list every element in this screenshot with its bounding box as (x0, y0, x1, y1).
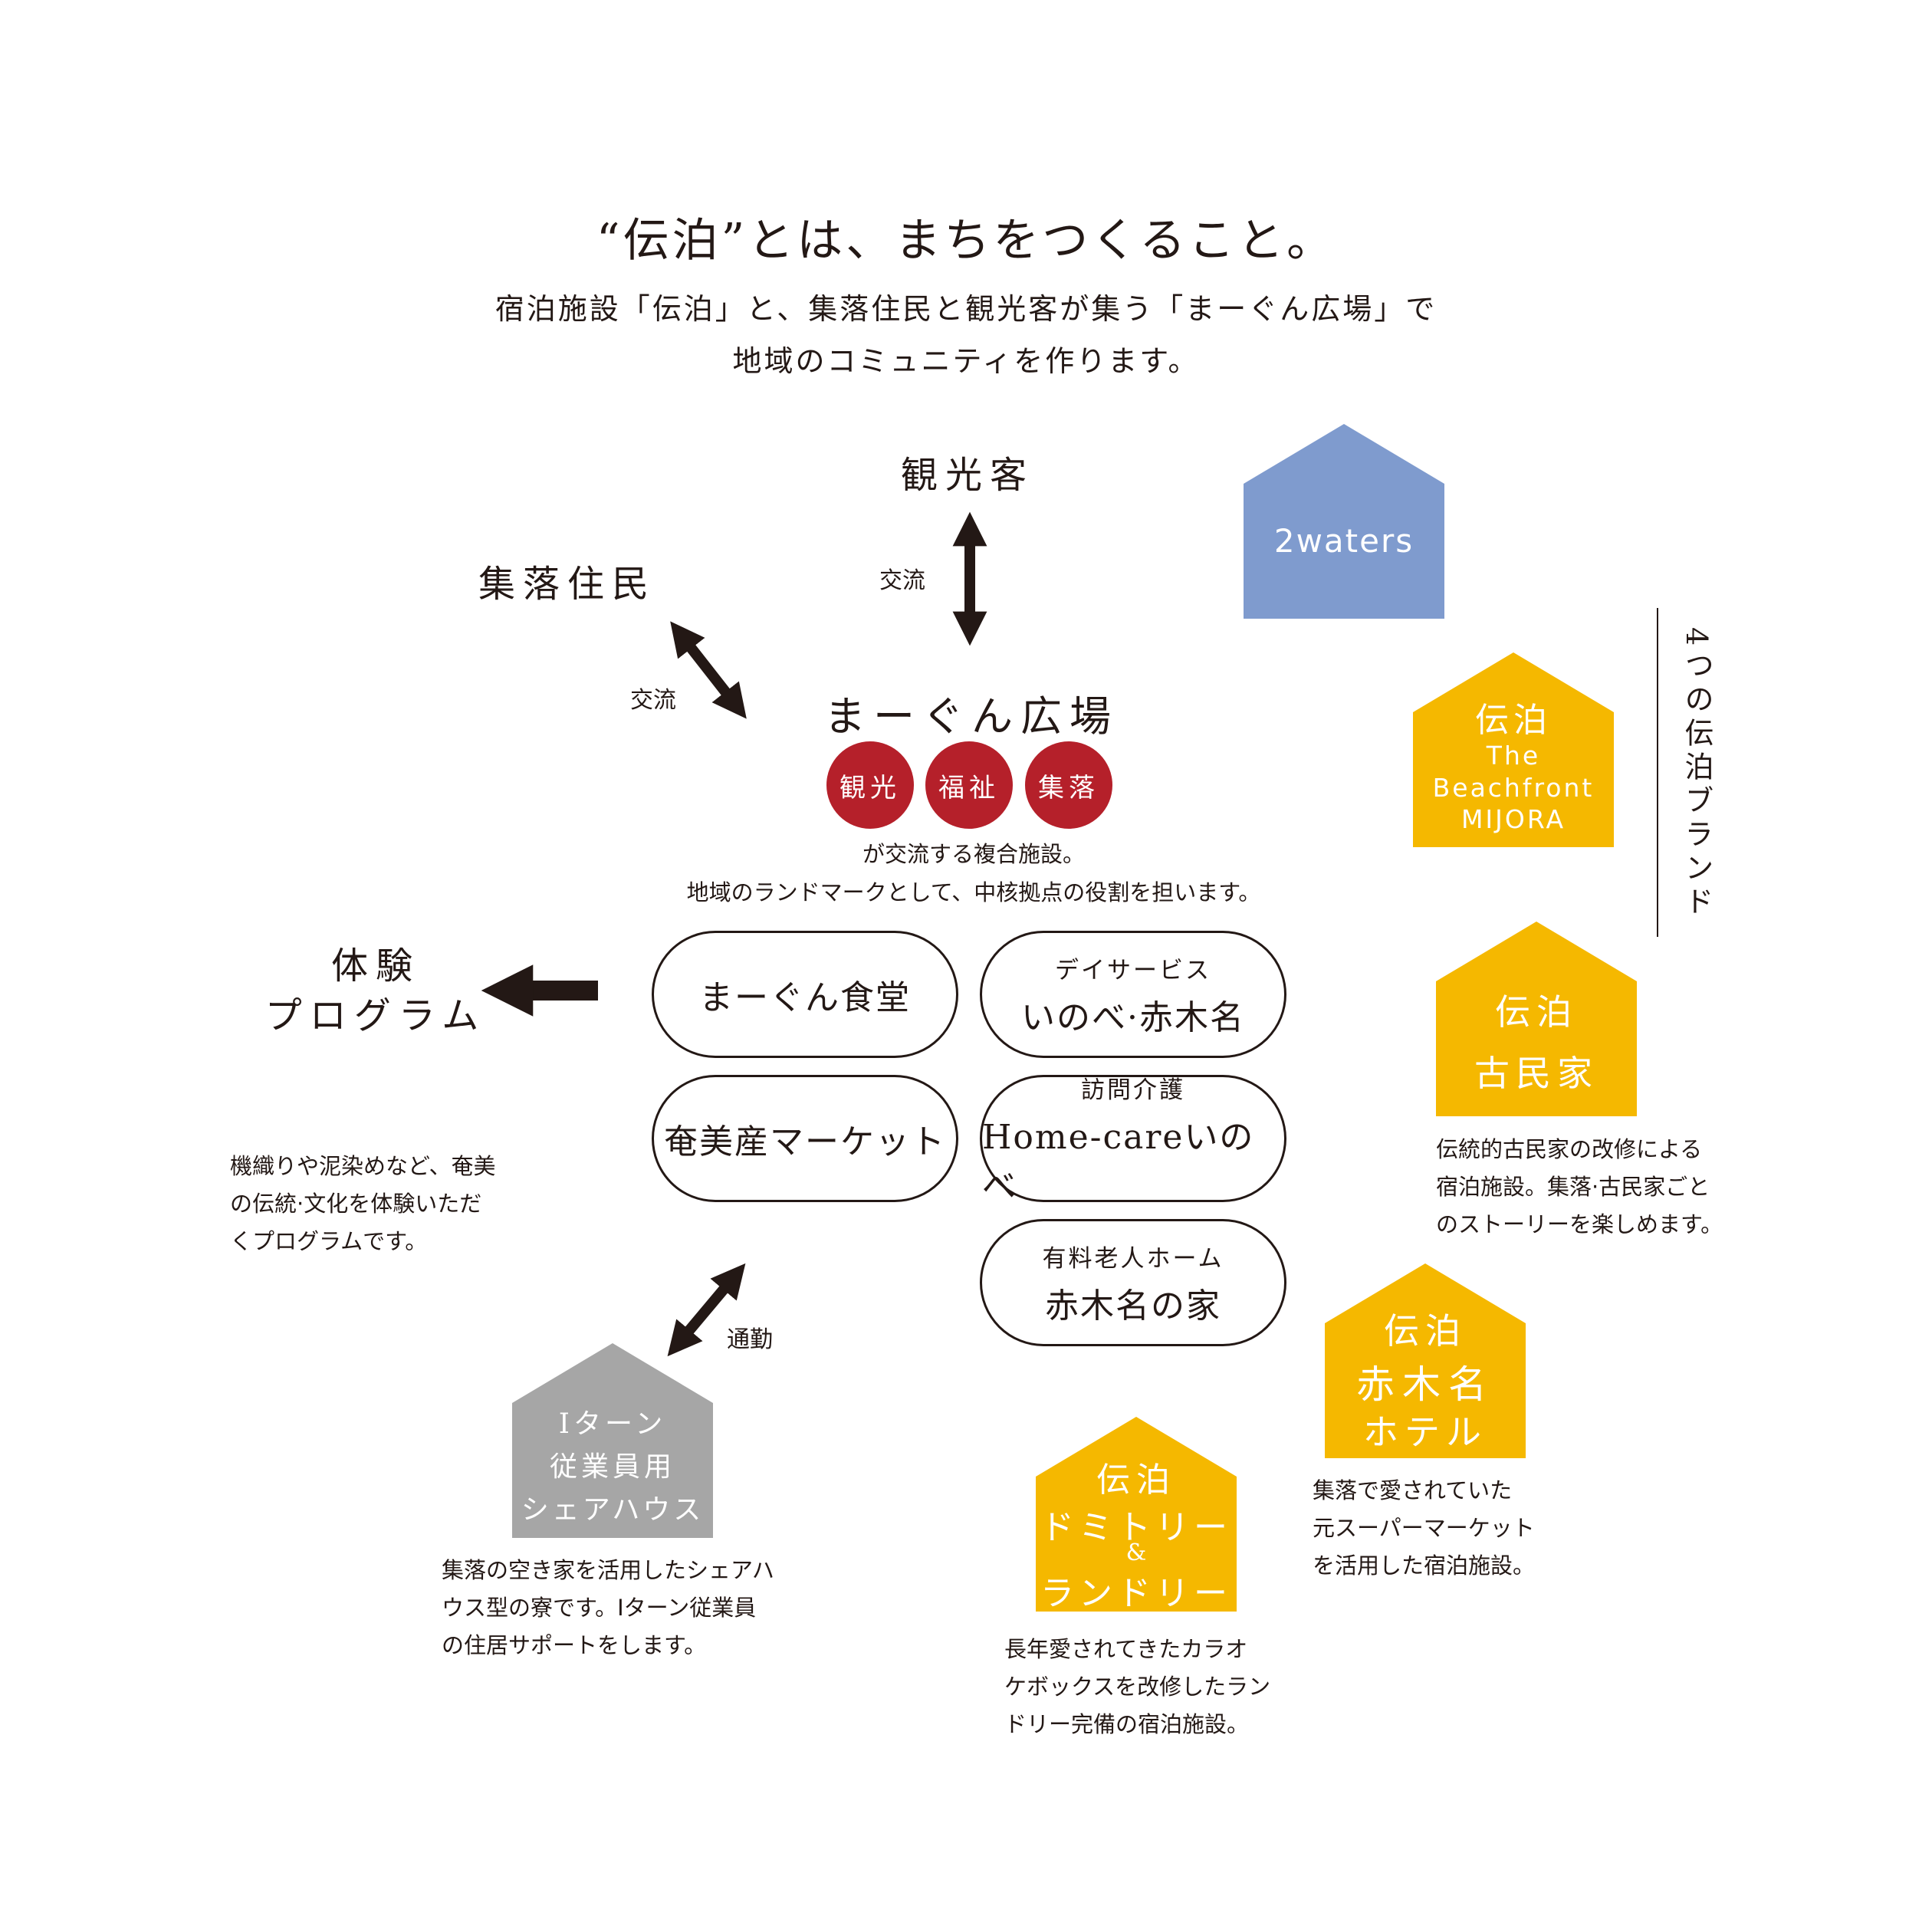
experience-desc-line: くプログラムです。 (230, 1228, 428, 1254)
house-dormitory: 伝泊 ドミトリー & ランドリー (1036, 1417, 1237, 1613)
circle-tourism: 観光 (826, 741, 914, 829)
kominka-desc: 伝統的古民家の改修による 宿泊施設。集落·古民家ごと のストーリーを楽しめます。 (1436, 1131, 1723, 1244)
desc-line: 集落の空き家を活用したシェアハ (442, 1557, 774, 1583)
facility-type: 有料老人ホーム (1042, 1244, 1224, 1273)
experience-desc-line: 機織りや泥染めなど、奄美 (230, 1153, 496, 1179)
facility-name: いのべ·赤木名 (1021, 997, 1245, 1037)
house-sharehouse: Iターン 従業員用 シェアハウス (512, 1343, 713, 1538)
facility-name: 奄美産マーケット (664, 1122, 946, 1162)
house-2waters: 2waters (1244, 424, 1444, 619)
desc-line: ウス型の寮です。Iターン従業員 (442, 1595, 757, 1621)
facility-type: デイサービス (1055, 956, 1211, 984)
experience-desc-line: の伝統·文化を体験いただ (230, 1191, 482, 1217)
desc-line: 宿泊施設。集落·古民家ごと (1436, 1174, 1710, 1200)
facility-homecare: 訪問介護 Home-careいのべ (980, 1075, 1286, 1206)
dormitory-desc: 長年愛されてきたカラオ ケボックスを改修したラン ドリー完備の宿泊施設。 (1004, 1631, 1270, 1743)
edge-label-commute: 通勤 (727, 1326, 773, 1353)
house-beachfront: 伝泊 The Beachfront MIJORA (1413, 652, 1614, 847)
desc-line: を活用した宿泊施設。 (1313, 1552, 1536, 1579)
circle-village: 集落 (1025, 741, 1112, 829)
facility-name: まーぐん食堂 (699, 978, 911, 1017)
node-experience-2: プログラム (264, 994, 487, 1037)
house-label: ドミトリー (1040, 1508, 1232, 1547)
subtitle-line-1: 宿泊施設「伝泊」と、集落住民と観光客が集う「まーぐん広場」で (495, 292, 1438, 326)
arrow-resident-plaza (670, 621, 747, 719)
desc-line: 長年愛されてきたカラオ (1004, 1636, 1248, 1662)
edge-label-tourist: 交流 (879, 567, 925, 594)
experience-desc: 機織りや泥染めなど、奄美 の伝統·文化を体験いただ くプログラムです。 (230, 1148, 496, 1260)
sharehouse-desc: 集落の空き家を活用したシェアハ ウス型の寮です。Iターン従業員 の住居サポートを… (442, 1552, 774, 1664)
facility-name: 赤木名の家 (1045, 1286, 1221, 1326)
node-experience-1: 体験 (330, 945, 420, 987)
house-label: The (1486, 741, 1541, 770)
house-label: 伝泊 (1384, 1310, 1467, 1352)
house-label: 赤木名 (1356, 1362, 1494, 1407)
plaza-desc-2: 地域のランドマークとして、中核拠点の役割を担います。 (686, 879, 1261, 905)
arrow-commute (667, 1263, 746, 1357)
house-label: 伝泊 (1475, 701, 1552, 740)
house-kominka: 伝泊 古民家 (1436, 922, 1637, 1116)
facility-nursinghome: 有料老人ホーム 赤木名の家 (980, 1219, 1286, 1346)
facility-dayservice: デイサービス いのべ·赤木名 (980, 931, 1286, 1058)
desc-line: ドリー完備の宿泊施設。 (1004, 1711, 1250, 1737)
plaza-desc-1: が交流する複合施設。 (862, 841, 1085, 867)
desc-line: のストーリーを楽しめます。 (1436, 1211, 1723, 1237)
house-label: シェアハウス (521, 1494, 705, 1526)
house-label: ホテル (1363, 1411, 1487, 1453)
desc-line: の住居サポートをします。 (442, 1632, 707, 1658)
house-label: 伝泊 (1096, 1460, 1176, 1500)
house-label: Iターン (558, 1408, 667, 1440)
house-label: 伝泊 (1495, 991, 1578, 1033)
desc-line: 集落で愛されていた (1313, 1477, 1513, 1503)
subtitle-line-2: 地域のコミュニティを作ります。 (732, 344, 1200, 378)
facility-name: Home-careいのべ (982, 1117, 1255, 1206)
headline: “伝泊”とは、まちをつくること。 (596, 214, 1336, 268)
house-label: MIJORA (1460, 804, 1566, 834)
house-hotel: 伝泊 赤木名 ホテル (1325, 1263, 1526, 1458)
edge-label-resident: 交流 (630, 687, 676, 714)
desc-line: 伝統的古民家の改修による (1436, 1136, 1703, 1162)
node-tourist: 観光客 (901, 454, 1035, 497)
node-resident: 集落住民 (478, 563, 657, 606)
facility-type: 訪問介護 (1081, 1076, 1185, 1104)
brand-label: 4つの伝泊ブランド (1680, 627, 1714, 921)
house-label: ランドリー (1040, 1574, 1232, 1613)
house-label: 古民家 (1474, 1053, 1598, 1094)
house-label: 2waters (1273, 522, 1414, 560)
house-label: Beachfront (1432, 773, 1595, 803)
node-plaza: まーぐん広場 (824, 692, 1119, 741)
circle-welfare: 福祉 (925, 741, 1013, 829)
facility-market: 奄美産マーケット (652, 1075, 958, 1202)
house-label: & (1125, 1539, 1147, 1566)
desc-line: ケボックスを改修したラン (1004, 1674, 1271, 1700)
hotel-desc: 集落で愛されていた 元スーパーマーケット を活用した宿泊施設。 (1313, 1472, 1535, 1585)
house-label: 従業員用 (549, 1451, 675, 1483)
facility-shokudo: まーぐん食堂 (652, 931, 958, 1058)
desc-line: 元スーパーマーケット (1313, 1515, 1535, 1541)
